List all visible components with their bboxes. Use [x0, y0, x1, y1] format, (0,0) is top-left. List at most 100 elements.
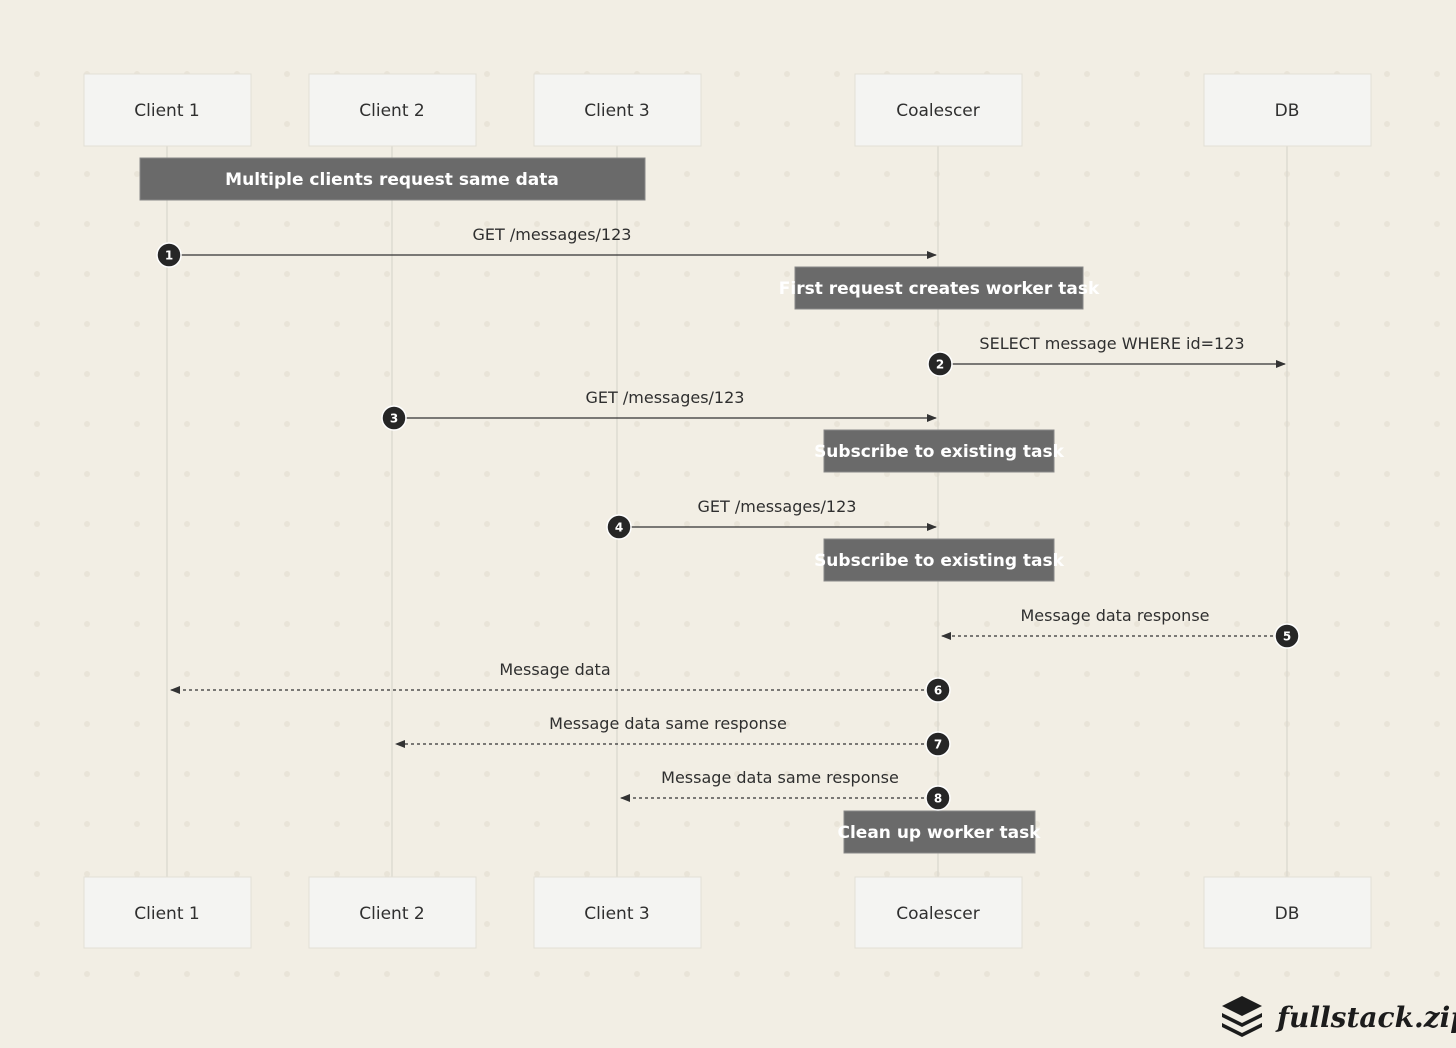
- grid-dot: [384, 771, 390, 777]
- grid-dot: [1034, 971, 1040, 977]
- background-grid: [34, 71, 1440, 977]
- sequence-number: 1: [165, 249, 173, 263]
- grid-dot: [1084, 371, 1090, 377]
- grid-dot: [734, 421, 740, 427]
- grid-dot: [784, 821, 790, 827]
- grid-dot: [134, 821, 140, 827]
- grid-dot: [1234, 621, 1240, 627]
- grid-dot: [784, 971, 790, 977]
- grid-dot: [1184, 321, 1190, 327]
- grid-dot: [334, 371, 340, 377]
- grid-dot: [1334, 471, 1340, 477]
- grid-dot: [134, 621, 140, 627]
- grid-dot: [134, 421, 140, 427]
- grid-dot: [1034, 771, 1040, 777]
- grid-dot: [334, 971, 340, 977]
- grid-dot: [484, 571, 490, 577]
- grid-dot: [184, 221, 190, 227]
- layers-icon: [1222, 996, 1262, 1037]
- sequence-number: 7: [934, 738, 942, 752]
- grid-dot: [634, 971, 640, 977]
- grid-dot: [1184, 571, 1190, 577]
- grid-dot: [234, 371, 240, 377]
- grid-dot: [1384, 421, 1390, 427]
- grid-dot: [134, 871, 140, 877]
- grid-dot: [784, 271, 790, 277]
- message-label: SELECT message WHERE id=123: [979, 334, 1244, 353]
- sequence-number: 8: [934, 792, 942, 806]
- grid-dot: [284, 471, 290, 477]
- message-4: GET /messages/123 4: [606, 497, 937, 540]
- grid-dot: [1134, 171, 1140, 177]
- grid-dot: [884, 221, 890, 227]
- grid-dot: [334, 721, 340, 727]
- grid-dot: [1184, 621, 1190, 627]
- grid-dot: [1184, 971, 1190, 977]
- grid-dot: [784, 521, 790, 527]
- grid-dot: [734, 571, 740, 577]
- grid-dot: [234, 671, 240, 677]
- note-text: Multiple clients request same data: [225, 170, 559, 190]
- grid-dot: [1084, 921, 1090, 927]
- grid-dot: [1034, 321, 1040, 327]
- grid-dot: [934, 721, 940, 727]
- grid-dot: [784, 771, 790, 777]
- grid-dot: [1184, 521, 1190, 527]
- grid-dot: [484, 621, 490, 627]
- grid-dot: [1084, 971, 1090, 977]
- grid-dot: [284, 721, 290, 727]
- grid-dot: [1384, 121, 1390, 127]
- grid-dot: [984, 621, 990, 627]
- grid-dot: [184, 771, 190, 777]
- grid-dot: [1234, 271, 1240, 277]
- grid-dot: [334, 271, 340, 277]
- grid-dot: [1134, 671, 1140, 677]
- grid-dot: [1184, 721, 1190, 727]
- sequence-number: 5: [1283, 630, 1291, 644]
- grid-dot: [84, 571, 90, 577]
- grid-dot: [184, 571, 190, 577]
- grid-dot: [734, 521, 740, 527]
- grid-dot: [1134, 71, 1140, 77]
- grid-dot: [584, 471, 590, 477]
- grid-dot: [1034, 121, 1040, 127]
- grid-dot: [984, 721, 990, 727]
- grid-dot: [734, 621, 740, 627]
- grid-dot: [34, 221, 40, 227]
- grid-dot: [1134, 971, 1140, 977]
- note-subscribe-1: Subscribe to existing task: [814, 429, 1065, 473]
- grid-dot: [1334, 521, 1340, 527]
- grid-dot: [1434, 521, 1440, 527]
- grid-dot: [684, 621, 690, 627]
- grid-dot: [1234, 571, 1240, 577]
- grid-dot: [634, 771, 640, 777]
- grid-dot: [1084, 771, 1090, 777]
- grid-dot: [434, 471, 440, 477]
- grid-dot: [234, 721, 240, 727]
- grid-dot: [34, 121, 40, 127]
- grid-dot: [34, 521, 40, 527]
- grid-dot: [34, 921, 40, 927]
- grid-dot: [1334, 321, 1340, 327]
- grid-dot: [1434, 121, 1440, 127]
- grid-dot: [234, 871, 240, 877]
- grid-dot: [1384, 971, 1390, 977]
- grid-dot: [834, 621, 840, 627]
- grid-dot: [834, 71, 840, 77]
- participant-label: DB: [1275, 904, 1300, 924]
- grid-dot: [234, 421, 240, 427]
- note-subscribe-2: Subscribe to existing task: [814, 538, 1065, 582]
- grid-dot: [34, 771, 40, 777]
- participant-label: DB: [1275, 101, 1300, 121]
- grid-dot: [784, 71, 790, 77]
- grid-dot: [684, 671, 690, 677]
- grid-dot: [534, 321, 540, 327]
- grid-dot: [484, 271, 490, 277]
- grid-dot: [1334, 371, 1340, 377]
- grid-dot: [534, 771, 540, 777]
- grid-dot: [934, 621, 940, 627]
- grid-dot: [1334, 671, 1340, 677]
- grid-dot: [1034, 171, 1040, 177]
- grid-dot: [1334, 221, 1340, 227]
- grid-dot: [534, 871, 540, 877]
